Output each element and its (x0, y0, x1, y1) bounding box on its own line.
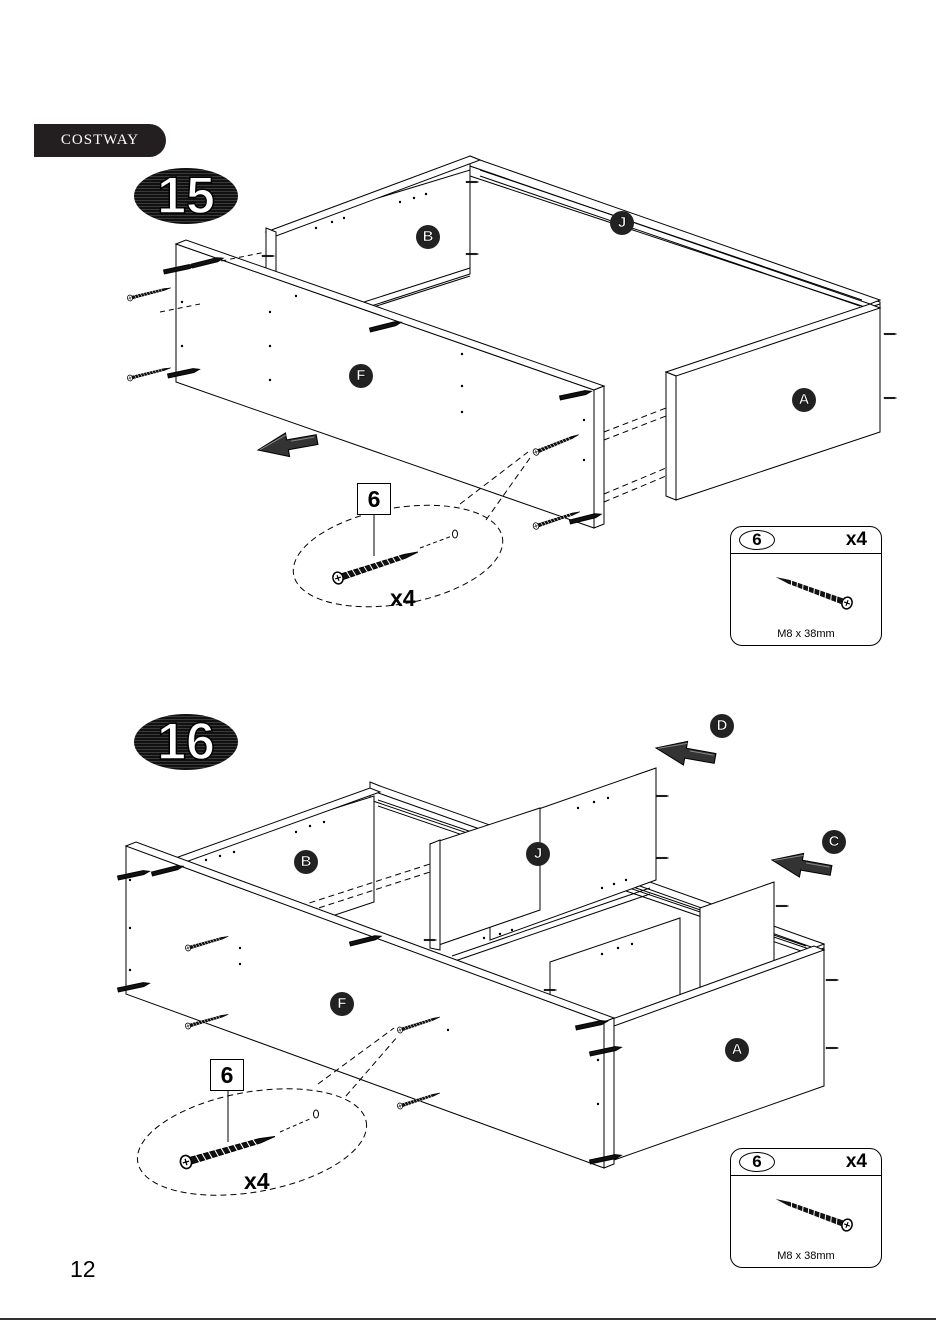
legend-header: 6 x4 (731, 1149, 881, 1176)
part-label-f: F (330, 992, 354, 1016)
callout-part-number: 6 (357, 483, 391, 515)
part-label-d: D (710, 714, 734, 738)
legend-quantity: x4 (846, 1151, 867, 1173)
part-label-j: J (526, 842, 550, 866)
step-number: 16 (157, 716, 215, 768)
legend-quantity: x4 (846, 529, 867, 551)
legend-size: M8 x 38mm (731, 1250, 881, 1262)
part-label-f: F (349, 364, 373, 388)
legend-header: 6 x4 (731, 527, 881, 554)
step-number: 15 (157, 170, 215, 222)
legend-part-number: 6 (739, 1152, 775, 1172)
step-15-badge: 15 (134, 168, 238, 224)
part-label-a: A (725, 1038, 749, 1062)
legend-part-number: 6 (739, 530, 775, 550)
brand-logo: COSTWAY (34, 124, 166, 157)
callout-quantity: x4 (244, 1168, 270, 1195)
part-label-a: A (792, 388, 816, 412)
part-label-b: B (416, 225, 440, 249)
step-16-drawing (118, 736, 839, 1211)
screw-icon (767, 1189, 857, 1239)
step-16-badge: 16 (134, 714, 238, 770)
part-label-j: J (610, 211, 634, 235)
legend-size: M8 x 38mm (731, 628, 881, 640)
page-number: 12 (70, 1256, 96, 1283)
part-label-c: C (822, 830, 846, 854)
screw-icon (767, 567, 857, 617)
hardware-legend-step-16: 6 x4 M8 x 38mm (730, 1148, 882, 1268)
hardware-legend-step-15: 6 x4 M8 x 38mm (730, 526, 882, 646)
callout-quantity: x4 (390, 585, 416, 612)
part-label-b: B (294, 850, 318, 874)
footer-divider (0, 1318, 936, 1320)
callout-part-number: 6 (210, 1059, 244, 1091)
